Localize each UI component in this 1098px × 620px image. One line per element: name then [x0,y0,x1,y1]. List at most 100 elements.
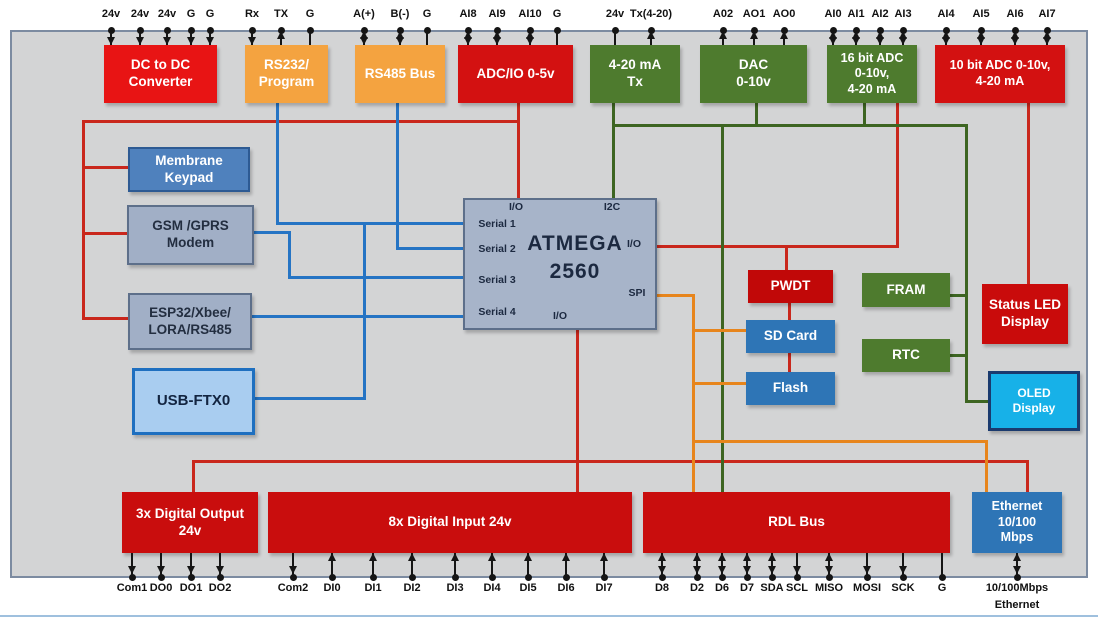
wire-b [396,247,464,250]
pin-dot [164,27,171,34]
arrowhead-down [658,566,666,574]
pin-dot [290,574,297,581]
arrowhead-up [1011,31,1019,39]
pin-stem [454,553,456,577]
pin-dot [465,27,472,34]
block-usb-ftx0: USB-FTX0 [132,368,255,435]
pin-dot [939,574,946,581]
pin-stem [941,553,943,577]
pin-label-ai5: AI5 [972,8,990,20]
arrowhead-up [600,553,608,561]
pin-label-miso: MISO [814,582,844,594]
pin-label-di1: DI1 [364,582,382,594]
arrowhead-up [488,553,496,561]
block-label: 4-20 mA [975,74,1025,88]
pin-dot [900,574,907,581]
pin-label-g: G [186,8,196,20]
atmega-pin-label: I2C [603,201,621,213]
pin-label-a(+): A(+) [353,8,375,20]
atmega-pin-label: Serial 1 [478,218,516,230]
pin-label-ai8: AI8 [459,8,477,20]
arrowhead-up [396,31,404,39]
arrowhead-up [451,553,459,561]
pin-dot [864,574,871,581]
arrowhead-up [768,553,776,561]
arrowhead-up [562,553,570,561]
block-label: Display [1012,401,1056,415]
arrowhead-up [658,553,666,561]
block-label: 3x Digital Output [136,505,244,521]
arrowhead-up [942,31,950,39]
block-label: 0-10v [736,74,771,89]
block-label: ADC/IO 0-5v [476,65,555,81]
pin-dot [554,27,561,34]
block-label: SD Card [763,328,818,344]
wire-b [288,276,464,279]
arrowhead-down [248,37,256,45]
arrowhead-up [977,31,985,39]
arrowhead-up [277,31,285,39]
pin-label-tx: TX [273,8,289,20]
pin-dot [207,27,214,34]
pin-dot [129,574,136,581]
wire-g [721,124,724,492]
wire-b [396,101,399,250]
pin-dot [361,27,368,34]
wire-r [82,317,129,320]
arrowhead-down [360,37,368,45]
arrowhead-down [464,37,472,45]
arrowhead-up [825,553,833,561]
pin-stem [661,553,663,577]
pin-dot [409,574,416,581]
pin-label-d2: D2 [689,582,705,594]
pin-label-24v: 24v [130,8,150,20]
block-label: Ethernet [991,499,1043,514]
arrowhead-down [718,566,726,574]
block-label: FRAM [886,281,926,297]
pin-label-do1: DO1 [179,582,203,594]
pin-label-d8: D8 [654,582,670,594]
pin-stem [426,31,428,45]
atmega-pin-label: SPI [628,287,646,299]
pin-label-mosi: MOSI [852,582,882,594]
arrowhead-down [128,566,136,574]
block-rtc: RTC [862,339,950,372]
pin-label-ao0: AO0 [772,8,796,20]
block-label: 10/100 [997,514,1037,529]
atmega-pin-label: I/O [508,201,524,213]
pin-dot [826,574,833,581]
wire-r [896,101,899,248]
block-label: Tx [627,74,643,89]
arrowhead-down [493,37,501,45]
block-label: 8x Digital Input 24v [388,514,512,530]
pin-dot [943,27,950,34]
pin-label-di5: DI5 [519,582,537,594]
pin-label-di2: DI2 [403,582,421,594]
block-rs485-bus: RS485 Bus [355,45,445,103]
wire-b [288,231,291,279]
block-label: 16 bit ADC [840,50,904,65]
pin-stem [1016,553,1018,577]
pin-label-di3: DI3 [446,582,464,594]
block-label: RS485 Bus [364,65,436,81]
wire-o [655,294,695,297]
pin-stem [131,553,133,577]
wire-b [249,315,464,318]
arrowhead-down [825,566,833,574]
pin-label-g: G [205,8,215,20]
atmega-pin-label: I/O [626,238,642,250]
arrowhead-down [396,37,404,45]
pin-stem [411,553,413,577]
pin-label-do0: DO0 [149,582,173,594]
wire-g [612,124,968,127]
wire-o [692,294,695,492]
arrowhead-down [829,37,837,45]
wire-r [1026,460,1029,493]
block-label: DC to DC [130,57,191,73]
wire-g [965,400,989,403]
arrowhead-down [899,566,907,574]
